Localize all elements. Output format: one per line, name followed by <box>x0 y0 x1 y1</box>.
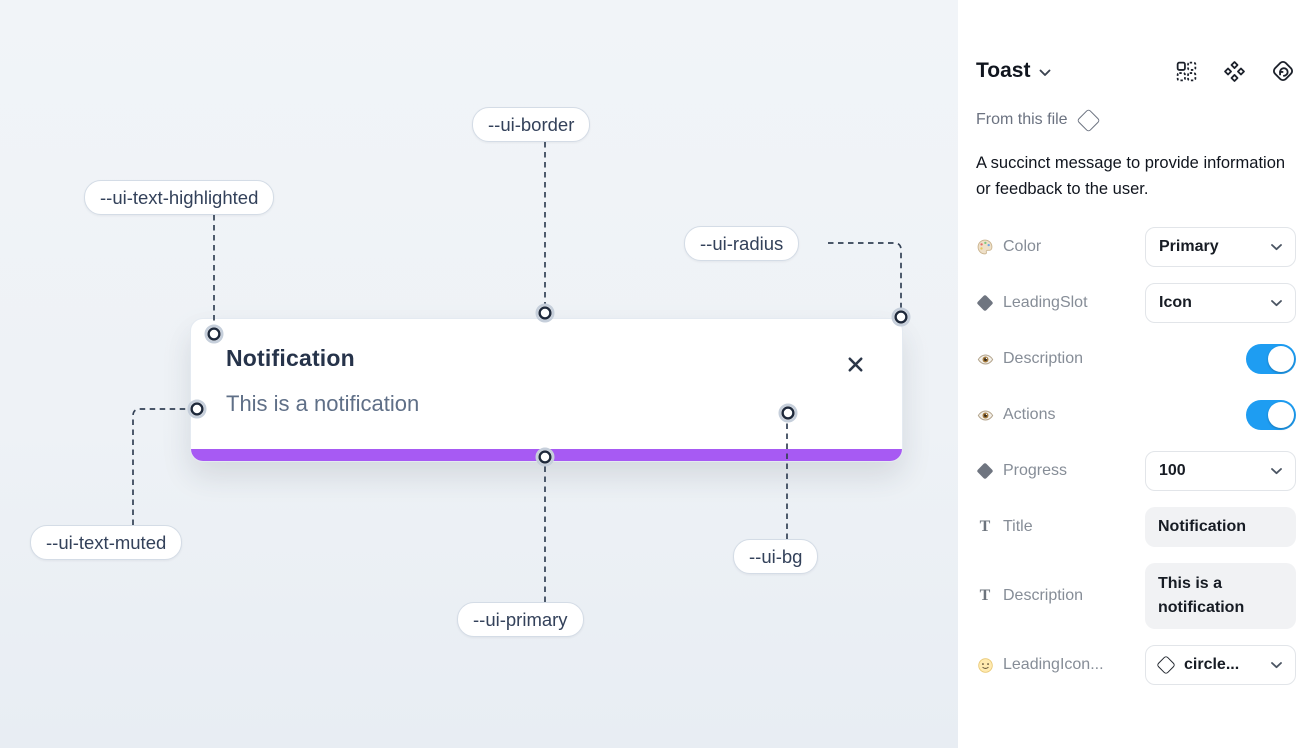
annotation-ui-bg: --ui-bg <box>733 539 819 574</box>
panel-header: Toast <box>976 54 1296 88</box>
component-title-dropdown[interactable]: Toast <box>976 59 1051 83</box>
toast-component: Notification This is a notification <box>190 318 903 462</box>
toast-description: This is a notification <box>226 391 420 416</box>
toast-close-button[interactable] <box>842 353 868 379</box>
chevron-down-icon <box>1271 462 1282 480</box>
component-title: Toast <box>976 59 1031 82</box>
property-row-actions-toggle: Actions <box>976 395 1296 435</box>
text-icon: T <box>979 518 991 535</box>
palette-icon <box>976 238 994 256</box>
actions-toggle[interactable] <box>1246 400 1296 430</box>
property-row-leadingslot: LeadingSlot Icon <box>976 283 1296 323</box>
variants-grid-icon[interactable] <box>1174 59 1199 84</box>
component-description: A succinct message to provide informatio… <box>976 154 1286 198</box>
leadingicon-select[interactable]: circle... <box>1145 645 1296 685</box>
component-icon[interactable] <box>1222 59 1247 84</box>
annotation-ui-border: --ui-border <box>472 107 591 142</box>
property-row-leadingicon: LeadingIcon... circle... <box>976 645 1296 685</box>
annotation-ui-primary: --ui-primary <box>457 602 584 637</box>
chevron-down-icon <box>1271 294 1282 312</box>
toast-title: Notification <box>226 345 355 371</box>
property-label: LeadingIcon... <box>1003 656 1104 673</box>
annotation-ui-text-highlighted: --ui-text-highlighted <box>84 180 275 215</box>
swap-instance-icon[interactable] <box>1270 58 1296 84</box>
property-label: Title <box>1003 518 1033 535</box>
property-label: Description <box>1003 350 1084 367</box>
text-icon: T <box>979 587 991 604</box>
eye-icon <box>976 407 994 424</box>
property-label: LeadingSlot <box>1003 294 1088 311</box>
property-label: Description <box>1003 587 1084 604</box>
annotation-ui-radius: --ui-radius <box>684 226 800 261</box>
property-label: Progress <box>1003 462 1068 479</box>
description-input[interactable]: This is a notification <box>1145 563 1296 629</box>
chevron-down-icon <box>1271 238 1282 256</box>
property-row-title: T Title Notification <box>976 507 1296 547</box>
eye-icon <box>976 351 994 368</box>
color-select[interactable]: Primary <box>1145 227 1296 267</box>
source-row: From this file <box>976 107 1296 133</box>
property-row-description-text: T Description This is a notification <box>976 563 1296 629</box>
annotation-ui-text-muted: --ui-text-muted <box>30 525 183 560</box>
properties-panel: Toast <box>958 0 1312 748</box>
diamond-icon <box>976 462 994 480</box>
property-row-color: Color Primary <box>976 227 1296 267</box>
smiley-icon <box>976 657 994 674</box>
component-diamond-icon <box>1076 107 1101 133</box>
icon-diamond-glyph <box>1156 655 1176 675</box>
description-toggle[interactable] <box>1246 344 1296 374</box>
toast-progress-bar <box>191 449 902 461</box>
component-preview-canvas: Notification This is a notification <box>0 0 958 748</box>
progress-select[interactable]: 100 <box>1145 451 1296 491</box>
property-row-description-toggle: Description <box>976 339 1296 379</box>
chevron-down-icon <box>1039 59 1051 83</box>
close-icon <box>845 354 866 378</box>
chevron-down-icon <box>1271 656 1282 674</box>
property-label: Actions <box>1003 406 1056 423</box>
diamond-icon <box>976 294 994 312</box>
title-input[interactable]: Notification <box>1145 507 1296 547</box>
property-row-progress: Progress 100 <box>976 451 1296 491</box>
source-label: From this file <box>976 111 1068 128</box>
leadingslot-select[interactable]: Icon <box>1145 283 1296 323</box>
property-label: Color <box>1003 238 1042 255</box>
property-list: Color Primary LeadingSlot Icon <box>976 227 1296 685</box>
